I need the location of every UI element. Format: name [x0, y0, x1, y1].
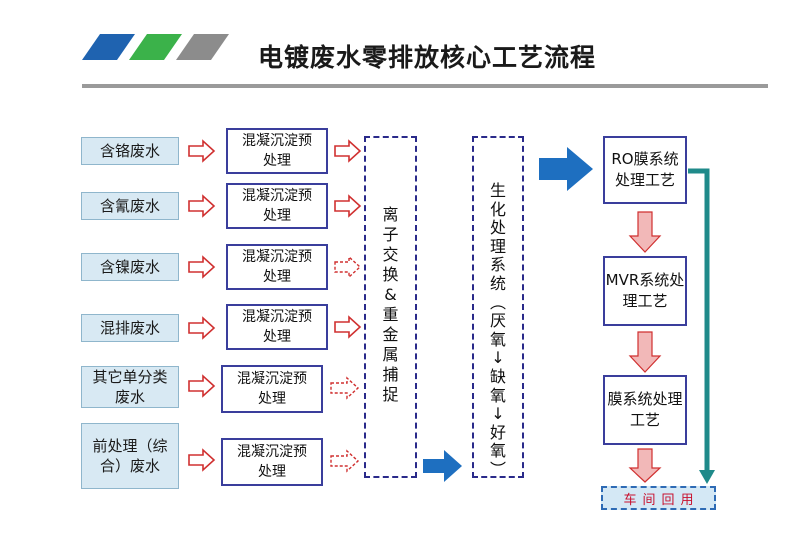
flow-arrow-dashed [330, 376, 360, 400]
source-nickel-wastewater: 含镍废水 [81, 253, 179, 281]
flow-arrow-outline [188, 194, 216, 218]
bio-char: ↓ [491, 348, 505, 368]
pretreatment-box: 混凝沉淀预处理 [226, 304, 328, 350]
ion-exchange-text: 离 子 交 换 & 重 金 属 捕 捉 [366, 205, 415, 405]
flow-arrow-outline [334, 315, 362, 339]
flow-arrow-outline [334, 139, 362, 163]
flow-arrow-blue [539, 147, 593, 191]
source-chromium-wastewater: 含铬废水 [81, 137, 179, 165]
pretreatment-box: 混凝沉淀预处理 [226, 244, 328, 290]
source-label: 其它单分类废水 [92, 368, 168, 406]
ion-exchange-char: 子 [382, 225, 399, 244]
source-mixed-wastewater: 混排废水 [81, 314, 179, 342]
source-label: 前处理（综合）废水 [92, 437, 168, 475]
ion-exchange-char: 换 [382, 265, 399, 284]
flow-arrow-outline [188, 139, 216, 163]
bio-char: 氧 [489, 441, 506, 461]
ion-exchange-char: 金 [382, 325, 399, 344]
flow-arrow-down [628, 331, 662, 373]
ion-exchange-char: 属 [382, 345, 399, 364]
flow-arrow-down [628, 211, 662, 253]
flow-arrow-outline [188, 255, 216, 279]
source-label: 混排废水 [99, 319, 160, 337]
system-label: MVR系统处理工艺 [605, 271, 685, 310]
ion-exchange-char: 重 [382, 305, 399, 324]
system-label: 膜系统处理工艺 [607, 390, 683, 429]
flow-arrow-blue [423, 450, 462, 482]
flow-arrow-outline [188, 374, 216, 398]
reuse-label: 车间回用 [623, 492, 700, 508]
bio-char: 系 [489, 255, 506, 275]
flow-arrow-outline [334, 194, 362, 218]
membrane-system: 膜系统处理工艺 [603, 375, 687, 445]
source-cyanide-wastewater: 含氰废水 [81, 192, 179, 220]
flow-arrow-dashed [334, 255, 362, 279]
page-title: 电镀废水零排放核心工艺流程 [258, 43, 597, 72]
title-divider [82, 84, 768, 88]
pretreatment-box: 混凝沉淀预处理 [226, 128, 328, 174]
pretreatment-box: 混凝沉淀预处理 [221, 438, 323, 486]
bio-char: ↓ [491, 404, 505, 424]
header-stripe-green [129, 34, 182, 60]
source-label: 含铬废水 [99, 142, 160, 160]
bio-char: 统 [489, 273, 506, 293]
bio-char: 化 [489, 199, 506, 219]
pretreatment-label: 混凝沉淀预处理 [242, 133, 312, 169]
bio-char: 厌 [489, 311, 506, 331]
bio-char: 氧 [489, 329, 506, 349]
source-pretreatment-wastewater: 前处理（综合）废水 [81, 423, 179, 489]
pretreatment-box: 混凝沉淀预处理 [226, 183, 328, 229]
bio-char: 好 [489, 422, 506, 442]
pretreatment-label: 混凝沉淀预处理 [242, 188, 312, 224]
header-stripe-gray [176, 34, 229, 60]
biochemical-text: 生 化 处 理 系 统 ︵ 厌 氧 ↓ 缺 氧 ↓ 好 氧 ︶ [474, 181, 522, 480]
source-other-wastewater: 其它单分类废水 [81, 366, 179, 408]
bio-char: 氧 [489, 385, 506, 405]
bypass-arrowhead-teal [699, 470, 715, 484]
bio-char: ︶ [489, 459, 506, 479]
source-label: 含氰废水 [99, 197, 160, 215]
mvr-system: MVR系统处理工艺 [603, 256, 687, 326]
ion-exchange-char: & [384, 285, 397, 304]
ro-membrane-system: RO膜系统处理工艺 [603, 136, 687, 204]
system-label: RO膜系统处理工艺 [611, 150, 679, 189]
bio-char: 缺 [489, 366, 506, 386]
bypass-line-teal [688, 168, 710, 472]
flow-arrow-down [628, 448, 662, 483]
biochemical-system-box: 生 化 处 理 系 统 ︵ 厌 氧 ↓ 缺 氧 ↓ 好 氧 ︶ [472, 136, 524, 480]
ion-exchange-char: 离 [382, 205, 399, 224]
bio-char: 处 [489, 218, 506, 238]
bio-char: ︵ [489, 292, 506, 312]
pretreatment-label: 混凝沉淀预处理 [237, 444, 307, 480]
pretreatment-label: 混凝沉淀预处理 [237, 371, 307, 407]
source-label: 含镍废水 [99, 258, 160, 276]
flow-arrow-outline [188, 448, 216, 472]
pretreatment-box: 混凝沉淀预处理 [221, 365, 323, 413]
header-stripe-blue [82, 34, 135, 60]
ion-exchange-char: 捕 [382, 365, 399, 384]
ion-exchange-char: 交 [382, 245, 399, 264]
pretreatment-label: 混凝沉淀预处理 [242, 249, 312, 285]
workshop-reuse-box: 车间回用 [601, 486, 716, 510]
flow-arrow-dashed [330, 449, 360, 473]
ion-exchange-char: 捉 [382, 385, 399, 404]
bio-char: 理 [489, 236, 506, 256]
pretreatment-label: 混凝沉淀预处理 [242, 309, 312, 345]
bio-char: 生 [489, 181, 506, 200]
ion-exchange-box: 离 子 交 换 & 重 金 属 捕 捉 [364, 136, 417, 478]
flow-arrow-outline [188, 316, 216, 340]
